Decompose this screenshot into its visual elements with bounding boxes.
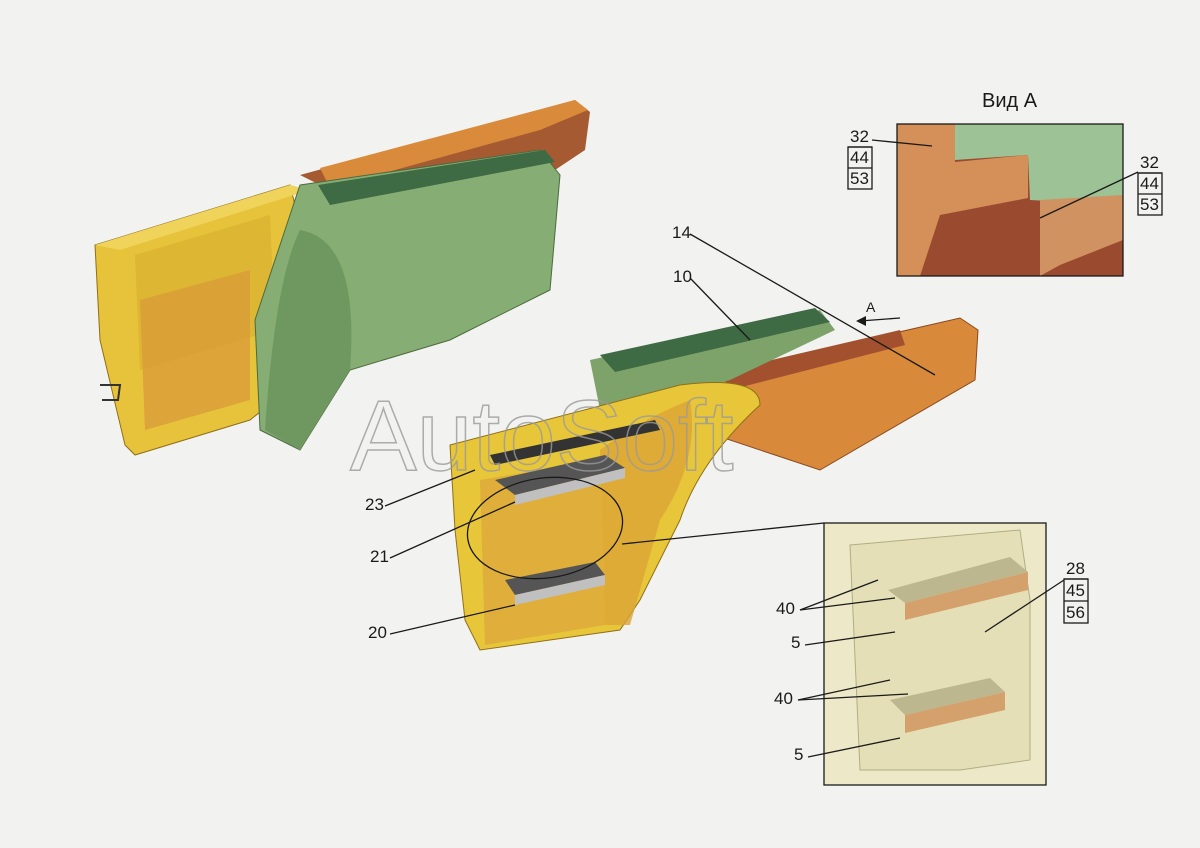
view-a-inset: Вид А [871,90,1139,277]
viewa-right-3: 53 [1140,195,1159,214]
detail-callouts: 28 45 56 40 5 40 5 [774,559,1089,764]
view-a-leader-left [871,139,933,147]
viewa-right-2: 44 [1140,174,1159,193]
watermark: AutoSoft [350,380,734,492]
left-box-orange-panel [140,270,250,430]
right-brown-rail-top [720,330,905,390]
detail-lower-step-front [905,692,1005,733]
viewa-right-bracket [1137,172,1163,216]
view-a-callouts: 32 44 53 32 44 53 [847,127,1163,216]
detail-upper-step-top [888,557,1028,603]
detail-5-bottom-leader [807,737,901,758]
viewa-left-1: 32 [850,127,869,146]
callout-21: 21 [370,547,389,566]
arrow-a-head [856,316,866,326]
left-bracket [100,384,122,401]
viewa-left-3: 53 [850,169,869,188]
callout-10: 10 [673,267,692,286]
detail-right-bracket [1063,578,1089,624]
viewa-right-1: 32 [1140,153,1159,172]
detail-upper-step-front [905,572,1028,620]
detail-lower-step-top [890,678,1005,715]
detail-right-leader [984,579,1065,633]
leader-10 [689,277,751,341]
view-a-title: Вид А [982,90,1038,112]
right-dark-green-top [600,308,830,372]
upper-step [495,455,625,495]
view-a-leader-right [1039,171,1139,219]
view-a-strip [1040,195,1123,276]
view-a-orange-panel [897,124,1028,276]
left-fender-assembly [94,100,590,456]
detail-frame [823,522,1047,786]
leader-20 [389,604,516,635]
main-callouts: 14 10 23 21 20 [365,223,936,642]
view-a-green-panel [955,124,1123,205]
leader-23 [384,469,476,507]
detail-connector [621,522,825,545]
step-detail-highlight [466,476,624,580]
arrow-a-shaft [859,317,901,322]
detail-right-3: 56 [1066,603,1085,622]
detail-40-top-leader-a [799,579,879,611]
viewa-left-bracket [847,146,873,190]
right-fender-shade [600,400,692,625]
detail-40-top-leader-b [799,597,896,611]
lower-step-front [515,575,605,605]
detail-40-top: 40 [776,599,795,618]
view-a-frame [896,123,1124,277]
leader-21 [389,501,516,559]
arrow-a-label: A [866,299,876,315]
upper-step-front [515,468,625,505]
detail-5-bottom: 5 [794,745,803,764]
right-top-strip [490,420,660,465]
detail-right-2: 45 [1066,581,1085,600]
leader-14 [689,233,936,376]
right-fender-assembly [449,308,979,651]
detail-5-top-leader [804,631,896,646]
callout-14: 14 [672,223,691,242]
step-detail-inset [621,522,1047,786]
detail-40-bottom: 40 [774,689,793,708]
callout-23: 23 [365,495,384,514]
left-fender-inner-shadow [265,230,352,450]
right-orange-inner [480,460,605,645]
viewa-left-2: 44 [850,148,869,167]
callout-20: 20 [368,623,387,642]
detail-5-top: 5 [791,633,800,652]
left-dark-green-top [318,150,555,205]
detail-40-bottom-leader-a [797,679,891,701]
detail-right-1: 28 [1066,559,1085,578]
detail-40-bottom-leader-b [797,693,909,701]
left-yellow-box-top [95,185,310,250]
view-a-arrow: A [856,299,901,326]
left-top-rail-orange [320,100,588,188]
